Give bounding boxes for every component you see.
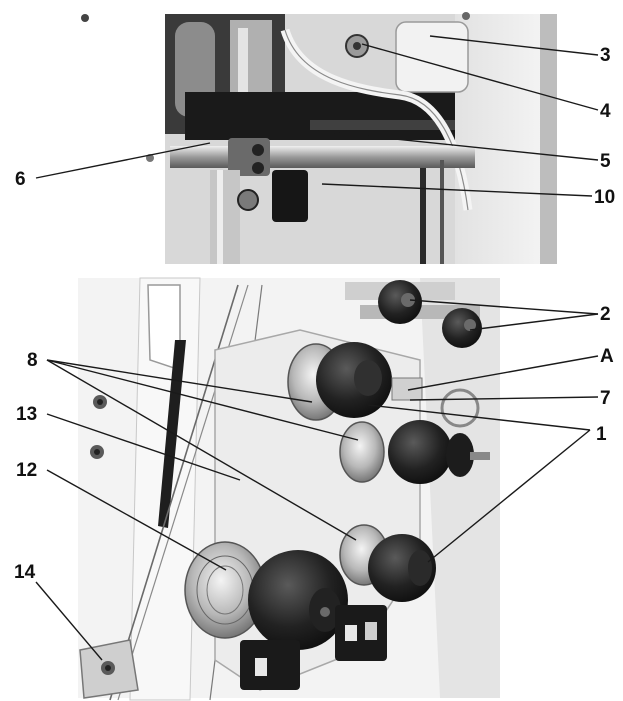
leader-8a [46,359,313,403]
callout-5: 5 [600,151,611,172]
callout-13: 13 [16,404,37,425]
leader-4 [361,43,599,111]
callout-12: 12 [16,460,37,481]
leader-12 [46,469,227,571]
speck [462,12,470,20]
callout-14: 14 [14,562,36,583]
callout-A: A [600,346,614,367]
leader-1b [427,429,591,563]
leader-1a [367,404,591,431]
callout-3: 3 [600,45,611,66]
leader-8c [46,359,357,541]
callout-6: 6 [15,169,26,190]
speck [81,14,89,22]
bottom-photo [78,277,500,701]
leader-10 [321,183,593,197]
leader-A [407,355,599,391]
callout-2: 2 [600,304,611,325]
leader-7 [409,396,599,401]
callout-4: 4 [600,101,611,122]
callout-7: 7 [600,388,611,409]
leader-8b [46,359,359,441]
callout-labels: 3 4 5 10 6 2 A 7 1 8 13 12 14 [14,45,615,583]
leader-3 [429,35,599,56]
leader-6 [35,142,211,179]
leader-14 [35,581,103,661]
callout-10: 10 [594,187,615,208]
leader-lines [35,35,599,661]
callout-8: 8 [27,350,38,371]
leader-5 [317,130,599,161]
callout-1: 1 [596,424,607,445]
leader-13 [46,413,241,481]
leader-2b [469,313,599,331]
leader-2a [409,299,599,315]
top-photo [165,14,557,264]
